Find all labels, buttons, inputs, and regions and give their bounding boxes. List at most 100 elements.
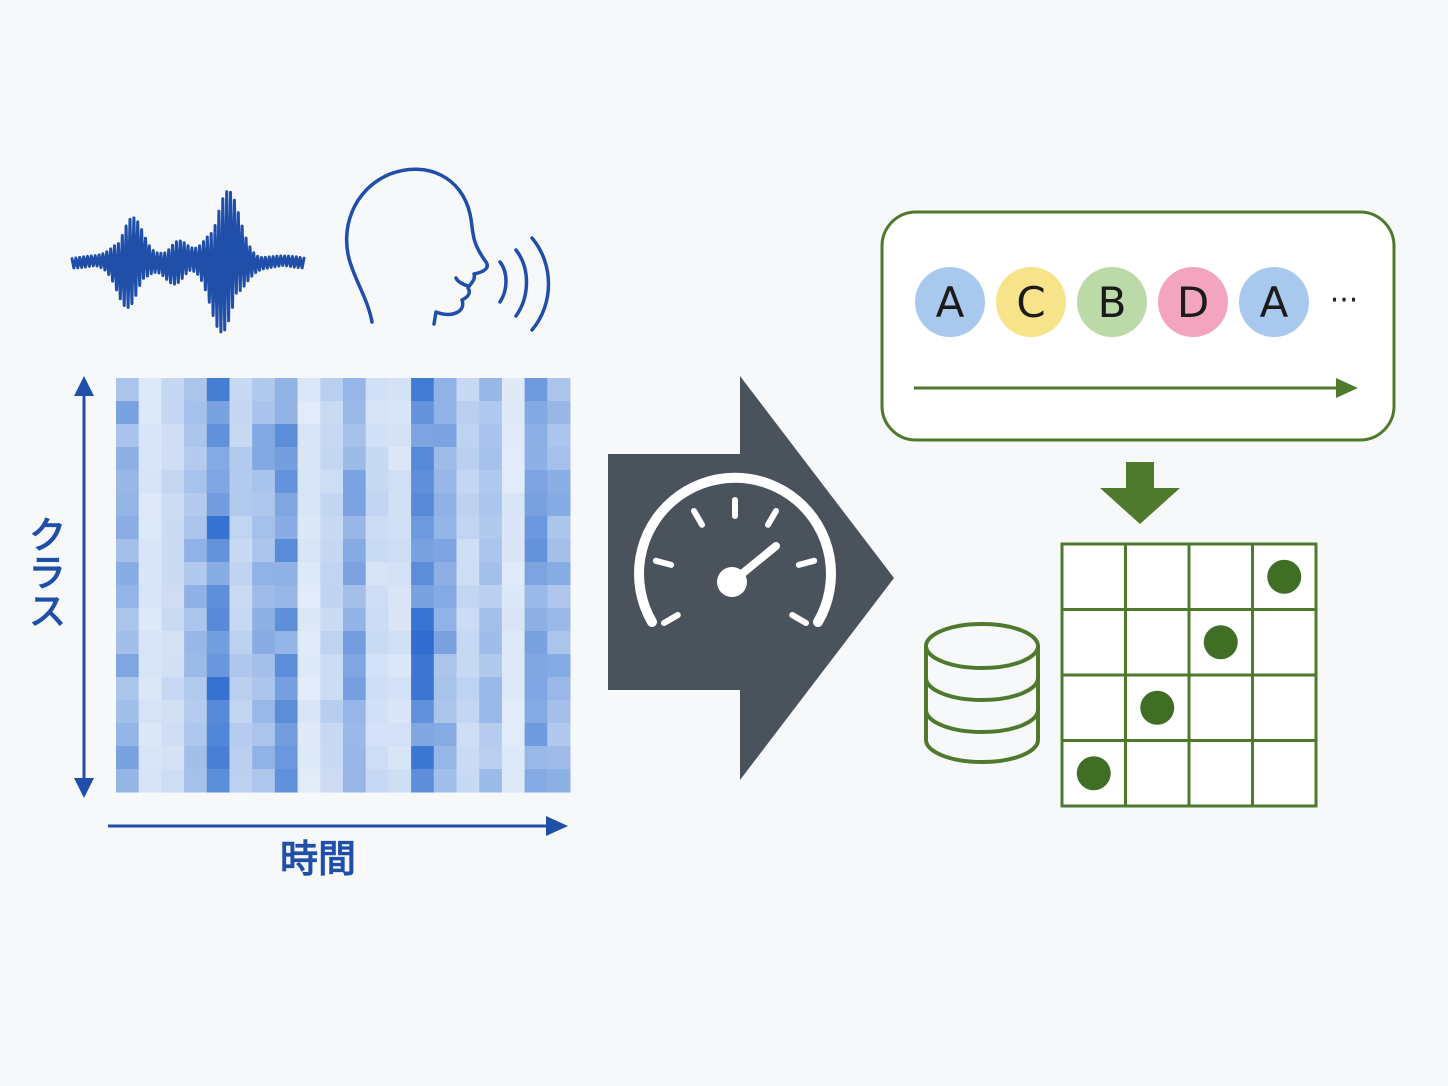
heatmap-cell bbox=[274, 562, 299, 586]
heatmap-cell bbox=[138, 447, 162, 471]
heatmap-cell bbox=[433, 516, 457, 540]
heatmap-cell bbox=[116, 654, 140, 678]
heatmap-cell bbox=[547, 562, 571, 586]
heatmap-cell bbox=[297, 585, 321, 609]
heatmap-cell bbox=[274, 654, 299, 678]
heatmap-cell bbox=[320, 470, 344, 494]
heatmap-cell bbox=[229, 608, 253, 632]
heatmap-cell bbox=[547, 516, 571, 540]
heatmap-cell bbox=[479, 677, 503, 701]
x-axis-arrow bbox=[108, 816, 568, 836]
heatmap-cell bbox=[274, 447, 299, 471]
heatmap-cell bbox=[252, 723, 276, 747]
heatmap-cell bbox=[138, 631, 162, 655]
heatmap-cell bbox=[411, 746, 435, 770]
heatmap-cell bbox=[501, 700, 526, 724]
heatmap-cell bbox=[365, 424, 389, 448]
heatmap-cell bbox=[320, 769, 344, 793]
heatmap-cell bbox=[365, 401, 389, 425]
heatmap-cell bbox=[524, 608, 548, 632]
heatmap-cell bbox=[365, 562, 389, 586]
gauge-tick bbox=[765, 508, 779, 528]
heatmap-cell bbox=[343, 516, 367, 540]
heatmap-cell bbox=[388, 700, 412, 724]
heatmap-cell bbox=[456, 539, 480, 563]
heatmap-cell bbox=[161, 424, 185, 448]
heatmap-cell bbox=[138, 700, 162, 724]
heatmap-cell bbox=[274, 378, 299, 402]
heatmap-cell bbox=[229, 562, 253, 586]
heatmap-cell bbox=[229, 631, 253, 655]
heatmap-cell bbox=[320, 746, 344, 770]
heatmap-cell bbox=[116, 608, 140, 632]
heatmap-cell bbox=[388, 677, 412, 701]
audio-waveform-icon bbox=[70, 190, 306, 334]
heatmap-cell bbox=[297, 723, 321, 747]
fast-processing-arrow bbox=[608, 376, 894, 780]
heatmap-cell bbox=[456, 424, 480, 448]
heatmap-cell bbox=[343, 424, 367, 448]
heatmap-cell bbox=[206, 539, 230, 563]
heatmap-cell bbox=[297, 677, 321, 701]
heatmap-cell bbox=[161, 585, 185, 609]
heatmap-cell bbox=[456, 447, 480, 471]
heatmap-cell bbox=[479, 447, 503, 471]
heatmap-cell bbox=[206, 401, 230, 425]
heatmap-cell bbox=[524, 562, 548, 586]
heatmap-cell bbox=[184, 516, 208, 540]
heatmap-cell bbox=[161, 746, 185, 770]
heatmap-cell bbox=[433, 677, 457, 701]
heatmap-cell bbox=[547, 447, 571, 471]
heatmap-cell bbox=[501, 746, 526, 770]
heatmap-cell bbox=[524, 424, 548, 448]
heatmap-cell bbox=[184, 723, 208, 747]
heatmap-cell bbox=[456, 585, 480, 609]
sequence-ellipsis: ··· bbox=[1330, 283, 1359, 318]
heatmap-cell bbox=[365, 470, 389, 494]
heatmap-cell bbox=[297, 539, 321, 563]
heatmap-cell bbox=[229, 424, 253, 448]
heatmap-cell bbox=[274, 585, 299, 609]
heatmap-cell bbox=[161, 539, 185, 563]
heatmap-cell bbox=[297, 700, 321, 724]
heatmap-cell bbox=[138, 585, 162, 609]
heatmap-cell bbox=[184, 401, 208, 425]
heatmap-cell bbox=[411, 378, 435, 402]
heatmap-cell bbox=[161, 401, 185, 425]
heatmap-cell bbox=[343, 723, 367, 747]
heatmap-cell bbox=[229, 585, 253, 609]
heatmap-cell bbox=[206, 608, 230, 632]
heatmap-cell bbox=[252, 516, 276, 540]
heatmap-cell bbox=[456, 700, 480, 724]
heatmap-cell bbox=[252, 677, 276, 701]
sequence-token-circle bbox=[996, 267, 1066, 337]
heatmap-cell bbox=[116, 539, 140, 563]
heatmap-cell bbox=[161, 516, 185, 540]
heatmap-cell bbox=[116, 447, 140, 471]
heatmap-cell bbox=[433, 585, 457, 609]
heatmap-cell bbox=[524, 470, 548, 494]
heatmap-cell bbox=[365, 493, 389, 517]
heatmap-cell bbox=[388, 401, 412, 425]
heatmap-cell bbox=[320, 378, 344, 402]
heatmap-cell bbox=[161, 608, 185, 632]
heatmap-cell bbox=[138, 424, 162, 448]
heatmap-cell bbox=[456, 378, 480, 402]
sequence-time-arrowhead bbox=[1336, 378, 1358, 398]
heatmap-cell bbox=[433, 378, 457, 402]
heatmap-cell bbox=[365, 654, 389, 678]
heatmap-cell bbox=[206, 470, 230, 494]
y-axis-label: クラス bbox=[22, 515, 66, 629]
heatmap-cell bbox=[229, 539, 253, 563]
heatmap-cell bbox=[161, 654, 185, 678]
heatmap-cell bbox=[116, 516, 140, 540]
heatmap-cell bbox=[229, 677, 253, 701]
heatmap-cell bbox=[206, 631, 230, 655]
heatmap-cell bbox=[524, 516, 548, 540]
heatmap-cell bbox=[433, 654, 457, 678]
gauge-tick bbox=[789, 612, 809, 626]
heatmap-cell bbox=[501, 493, 526, 517]
heatmap-cell bbox=[365, 746, 389, 770]
heatmap-cell bbox=[320, 677, 344, 701]
heatmap-cell bbox=[206, 654, 230, 678]
